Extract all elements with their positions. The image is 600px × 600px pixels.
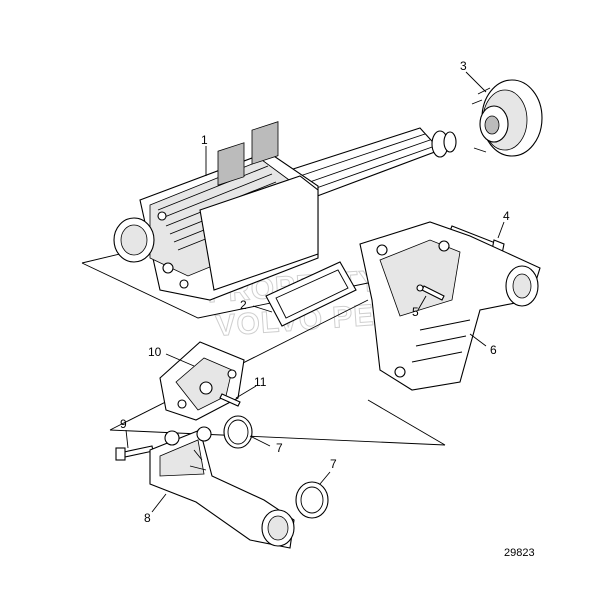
bolt-short bbox=[416, 284, 445, 301]
figure-number: 29823 bbox=[504, 547, 535, 559]
callout-6: 6 bbox=[490, 343, 497, 357]
callout-2: 2 bbox=[240, 298, 247, 312]
callout-1: 1 bbox=[201, 133, 208, 147]
callout-4: 4 bbox=[503, 209, 510, 223]
o-ring-upper bbox=[223, 415, 253, 449]
adapter-plate bbox=[159, 341, 245, 421]
callouts: 1 2 3 4 5 6 7 7 8 9 10 11 bbox=[120, 59, 510, 525]
screw bbox=[219, 393, 241, 407]
callout-11: 11 bbox=[254, 375, 267, 389]
callout-9: 9 bbox=[120, 417, 127, 431]
gasket bbox=[265, 261, 357, 327]
elbow-pipe bbox=[149, 426, 295, 549]
callout-3: 3 bbox=[460, 59, 467, 73]
bolt-elbow bbox=[115, 445, 154, 461]
pulley bbox=[471, 79, 543, 157]
o-ring-lower bbox=[295, 481, 329, 519]
callout-7-upper: 7 bbox=[276, 441, 283, 455]
leader-lines bbox=[125, 71, 505, 513]
supercharger bbox=[113, 121, 457, 301]
callout-10: 10 bbox=[148, 345, 162, 359]
mounting-bracket bbox=[359, 221, 541, 391]
callout-7-lower: 7 bbox=[330, 457, 337, 471]
callout-8: 8 bbox=[144, 511, 151, 525]
callout-5: 5 bbox=[412, 305, 419, 319]
